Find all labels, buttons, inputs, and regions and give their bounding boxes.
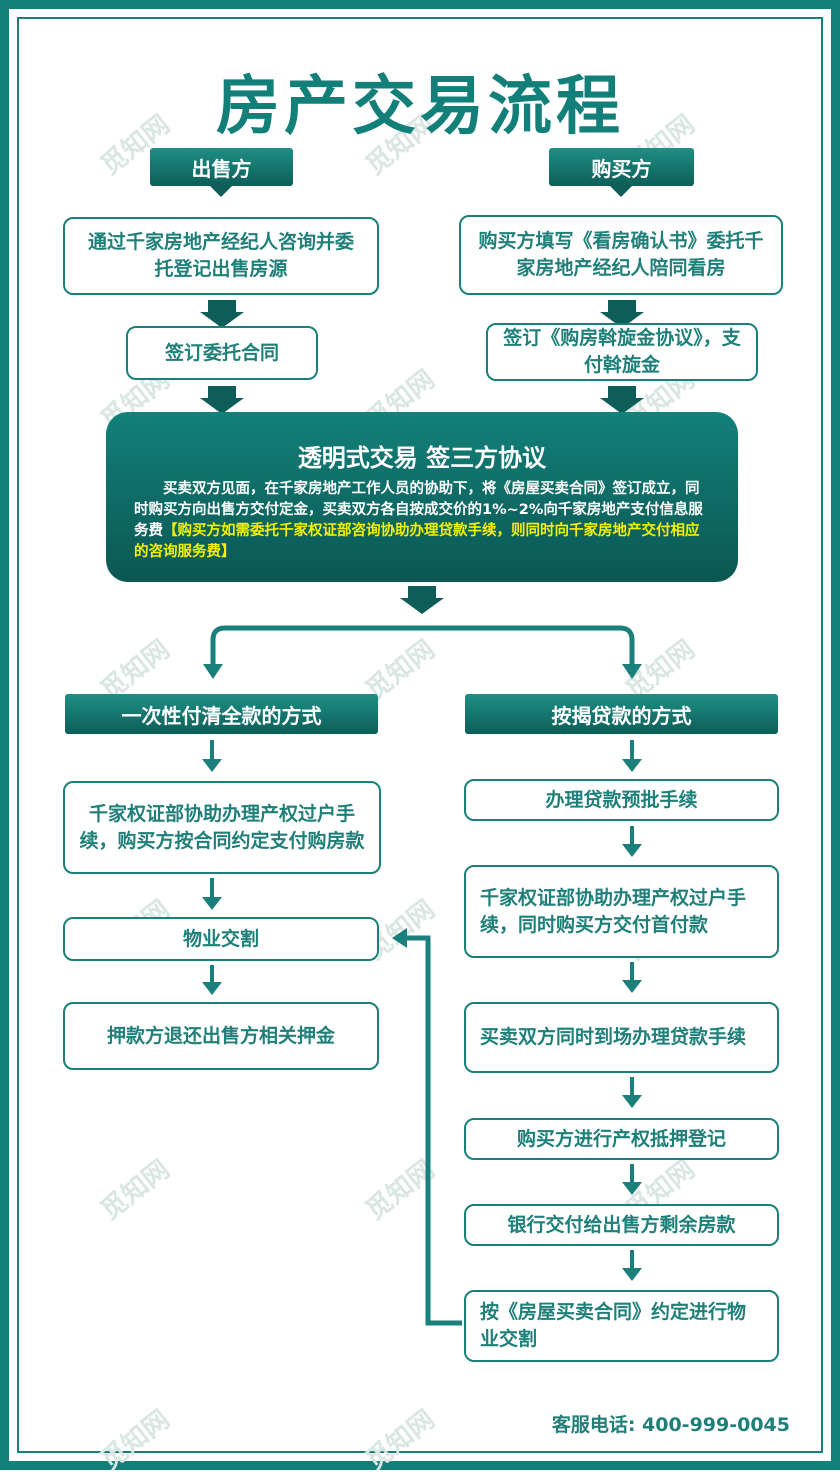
- inner-frame: [17, 17, 823, 1453]
- mortgage-header: 按揭贷款的方式: [465, 694, 778, 734]
- mortgage-step-preapproval: 办理贷款预批手续: [464, 779, 779, 821]
- buyer-step-viewing: 购买方填写《看房确认书》委托千家房地产经纪人陪同看房: [459, 215, 783, 295]
- buyer-header-tip: [610, 186, 632, 197]
- central-body: 买卖双方见面，在千家房地产工作人员的协助下，将《房屋买卖合同》签订成立，同时购买…: [134, 479, 710, 563]
- mortgage-step-handover: 按《房屋买卖合同》约定进行物业交割: [464, 1290, 779, 1362]
- down-arrow: [202, 878, 222, 910]
- central-highlight: 【购买方如需委托千家权证部咨询协助办理贷款手续，则同时向千家房地产交付相应的咨询…: [134, 523, 700, 560]
- customer-service-phone: 客服电话: 400-999-0045: [551, 1414, 790, 1436]
- down-arrow: [200, 300, 244, 328]
- central-title: 透明式交易 签三方协议: [297, 444, 547, 472]
- down-arrow: [202, 965, 222, 995]
- down-arrow: [600, 386, 644, 414]
- mortgage-step-registration: 购买方进行产权抵押登记: [464, 1118, 779, 1160]
- down-arrow: [622, 740, 642, 772]
- down-arrow: [622, 962, 642, 993]
- seller-step-consult: 通过千家房地产经纪人咨询并委托登记出售房源: [63, 217, 379, 295]
- down-arrow: [622, 1077, 642, 1108]
- seller-step-contract: 签订委托合同: [126, 326, 318, 380]
- seller-header: 出售方: [150, 148, 293, 186]
- down-arrow: [400, 586, 444, 614]
- mortgage-step-loan-procedure: 买卖双方同时到场办理贷款手续: [464, 1002, 779, 1073]
- page-title: 房产交易流程: [216, 70, 624, 144]
- full-step-handover: 物业交割: [63, 917, 379, 961]
- buyer-step-deposit: 签订《购房斡旋金协议》，支付斡旋金: [486, 323, 758, 381]
- full-step-transfer: 千家权证部协助办理产权过户手续，购买方按合同约定支付购房款: [63, 781, 381, 874]
- down-arrow: [200, 386, 244, 414]
- down-arrow: [622, 826, 642, 857]
- central-body-text: 买卖双方见面，在千家房地产工作人员的协助下，将《房屋买卖合同》签订成立，同时购买…: [134, 481, 703, 539]
- buyer-header: 购买方: [549, 148, 694, 186]
- full-payment-header: 一次性付清全款的方式: [65, 694, 378, 734]
- down-arrow: [622, 1164, 642, 1195]
- mortgage-step-bank-payment: 银行交付给出售方剩余房款: [464, 1204, 779, 1246]
- down-arrow: [202, 740, 222, 772]
- full-step-refund: 押款方退还出售方相关押金: [63, 1002, 379, 1070]
- tripartite-agreement-box: 透明式交易 签三方协议 买卖双方见面，在千家房地产工作人员的协助下，将《房屋买卖…: [106, 412, 738, 582]
- mortgage-step-transfer: 千家权证部协助办理产权过户手续，同时购买方交付首付款: [464, 865, 779, 958]
- seller-header-tip: [210, 186, 232, 197]
- down-arrow: [622, 1250, 642, 1281]
